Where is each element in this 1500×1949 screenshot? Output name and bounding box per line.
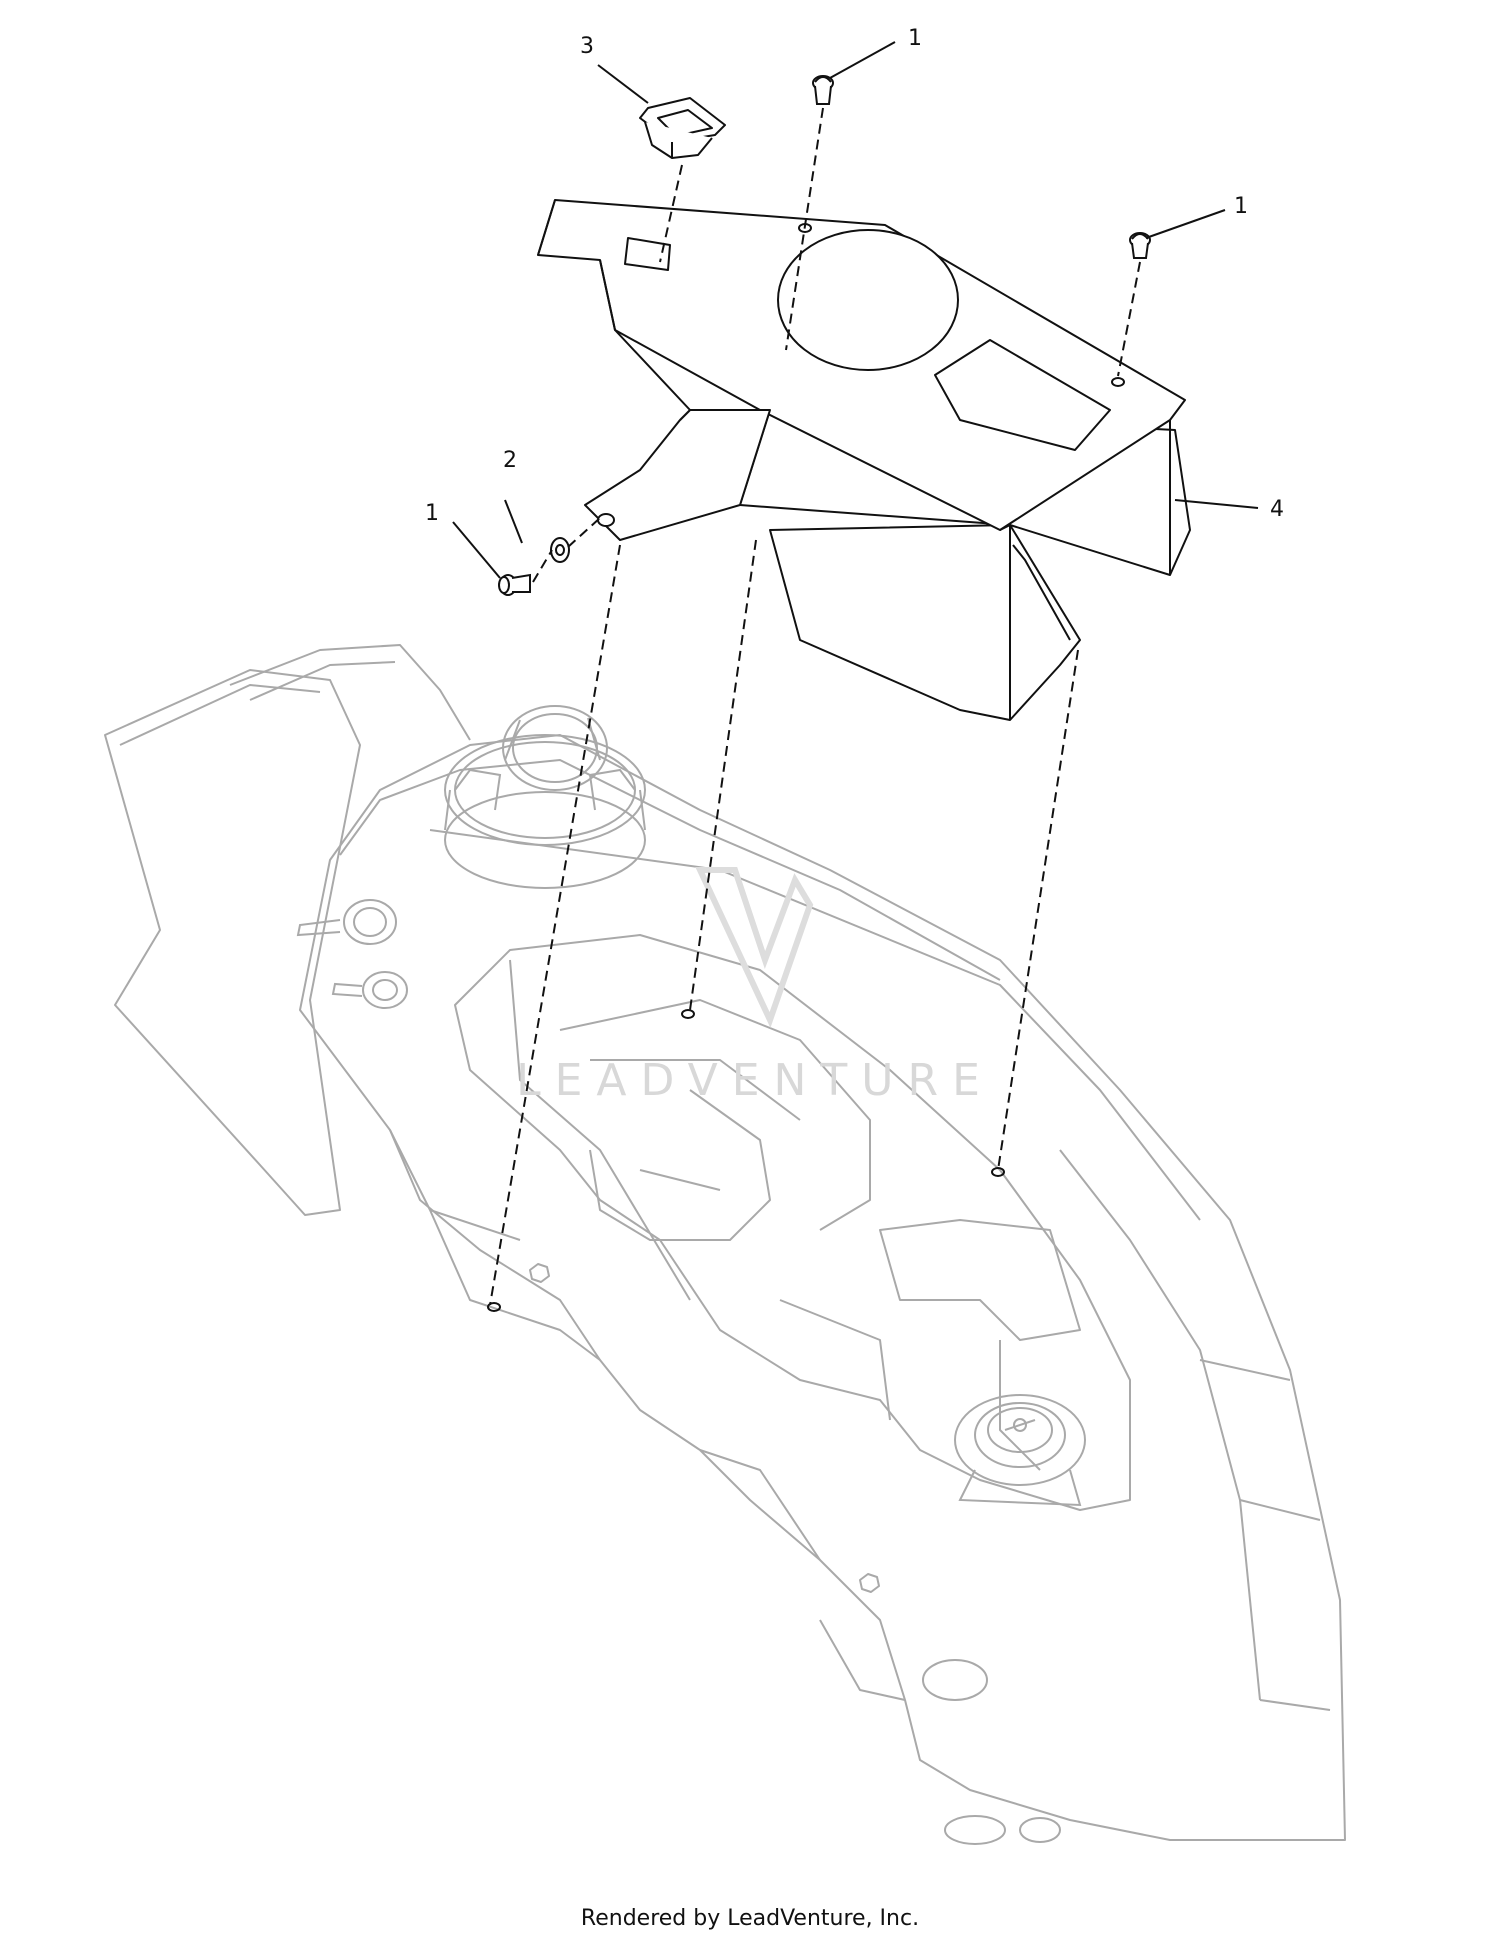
- leader-lines: [452, 41, 1259, 579]
- tank-holes: [487, 1009, 1005, 1312]
- callout-1-right: 1: [1234, 194, 1248, 219]
- clip-grommet: [639, 97, 726, 159]
- fuel-cap: [444, 705, 646, 889]
- callout-1-top: 1: [908, 26, 922, 51]
- fuel-tank: [104, 644, 1346, 1845]
- bolt-left: [498, 573, 531, 596]
- cover-shroud: [537, 199, 1191, 721]
- callout-3-clip: 3: [580, 34, 594, 59]
- bolt-right: [1129, 232, 1151, 259]
- assembly-lines: [489, 107, 1141, 1306]
- callout-1-left: 1: [425, 501, 439, 526]
- callout-4-cover: 4: [1270, 497, 1284, 522]
- bolt-top-center: [812, 75, 834, 105]
- watermark-text: LEADVENTURE: [516, 1055, 994, 1106]
- fuel-gauge: [954, 1394, 1086, 1507]
- washer: [550, 537, 570, 563]
- render-credit: Rendered by LeadVenture, Inc.: [580, 1906, 920, 1931]
- callout-2-washer: 2: [503, 448, 517, 473]
- watermark: LEADVENTURE: [516, 867, 994, 1106]
- tank-fittings: [296, 899, 408, 1009]
